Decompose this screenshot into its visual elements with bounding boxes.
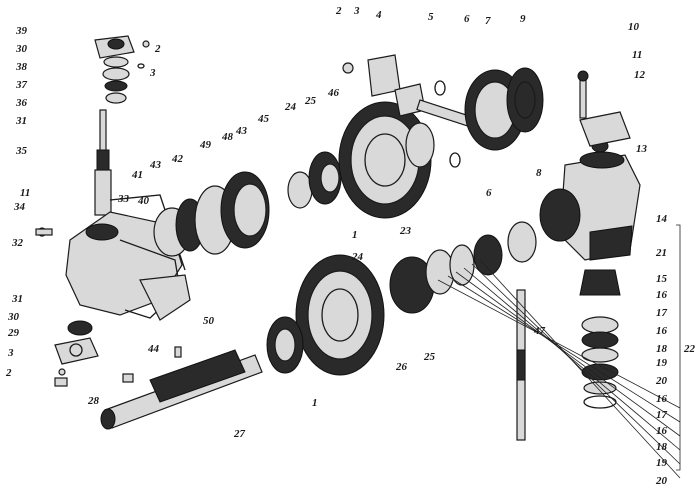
part-label-19: 19	[656, 457, 668, 469]
part-label-50: 50	[203, 315, 215, 327]
part-label-11: 11	[20, 187, 30, 199]
part-label-5: 5	[428, 11, 434, 23]
part-label-17: 17	[656, 409, 668, 421]
group-bracket-22	[676, 224, 681, 471]
part-label-16: 16	[656, 289, 668, 301]
part-label-9: 9	[520, 13, 526, 25]
part-label-11: 11	[632, 49, 642, 61]
part-label-2: 2	[335, 5, 342, 17]
part-label-19: 19	[656, 357, 668, 369]
bevel-gear-stack	[579, 269, 621, 409]
part-label-34: 34	[13, 201, 26, 213]
upper-shaft-assembly	[153, 151, 342, 257]
splined-main-shaft	[100, 346, 263, 430]
part-label-43: 43	[149, 159, 162, 171]
part-label-1: 1	[352, 229, 358, 241]
part-label-20: 20	[655, 375, 668, 387]
part-label-28: 28	[87, 395, 100, 407]
part-label-3: 3	[353, 5, 360, 17]
part-label-45: 45	[257, 113, 270, 125]
part-label-25: 25	[304, 95, 317, 107]
part-label-49: 49	[199, 139, 212, 151]
vertical-shaft	[94, 109, 112, 216]
part-label-44: 44	[147, 343, 160, 355]
part-label-23: 23	[399, 225, 412, 237]
part-label-16: 16	[656, 425, 668, 437]
part-label-32: 32	[11, 237, 24, 249]
part-label-18: 18	[656, 441, 668, 453]
angle-gearbox-housing	[539, 70, 641, 261]
part-label-16: 16	[656, 393, 668, 405]
part-label-18: 18	[656, 343, 668, 355]
part-label-48: 48	[221, 131, 234, 143]
part-label-46: 46	[327, 87, 340, 99]
part-label-4: 4	[375, 9, 382, 21]
part-label-40: 40	[137, 195, 150, 207]
large-gear-upper	[338, 101, 435, 219]
part-label-12: 12	[634, 69, 646, 81]
vertical-pin-47	[516, 289, 526, 441]
part-label-47: 47	[533, 325, 546, 337]
part-label-33: 33	[117, 193, 130, 205]
part-label-7: 7	[485, 15, 491, 27]
part-label-43: 43	[235, 125, 248, 137]
part-label-14: 14	[656, 213, 668, 225]
part-label-6: 6	[464, 13, 470, 25]
part-label-42: 42	[171, 153, 184, 165]
part-label-24: 24	[284, 101, 297, 113]
top-bearing-cap	[94, 35, 150, 104]
part-label-10: 10	[628, 21, 640, 33]
gear-cluster-upper-right	[464, 67, 544, 151]
bottom-bearing-cap	[54, 320, 99, 387]
part-label-36: 36	[15, 97, 28, 109]
part-label-25: 25	[423, 351, 436, 363]
part-label-3: 3	[7, 347, 14, 359]
part-label-38: 38	[15, 61, 28, 73]
part-label-2: 2	[5, 367, 12, 379]
part-label-37: 37	[15, 79, 28, 91]
part-label-29: 29	[7, 327, 20, 339]
part-label-22: 22	[683, 343, 696, 355]
part-label-24: 24	[351, 251, 364, 263]
leader-fan	[437, 259, 681, 479]
part-label-1: 1	[312, 397, 318, 409]
part-label-16: 16	[656, 325, 668, 337]
part-label-41: 41	[131, 169, 143, 181]
part-label-31: 31	[15, 115, 27, 127]
part-label-17: 17	[656, 307, 668, 319]
part-label-21: 21	[655, 247, 667, 259]
part-label-20: 20	[655, 475, 668, 487]
part-label-6: 6	[486, 187, 492, 199]
part-label-30: 30	[15, 43, 28, 55]
part-label-39: 39	[15, 25, 28, 37]
part-label-15: 15	[656, 273, 668, 285]
lower-shaft-gears	[266, 221, 537, 376]
part-label-35: 35	[15, 145, 28, 157]
part-label-2: 2	[154, 43, 161, 55]
part-label-8: 8	[536, 167, 542, 179]
part-label-13: 13	[636, 143, 648, 155]
part-label-27: 27	[233, 428, 246, 440]
part-label-31: 31	[11, 293, 23, 305]
part-label-3: 3	[149, 67, 156, 79]
part-label-26: 26	[395, 361, 408, 373]
part-label-30: 30	[7, 311, 20, 323]
